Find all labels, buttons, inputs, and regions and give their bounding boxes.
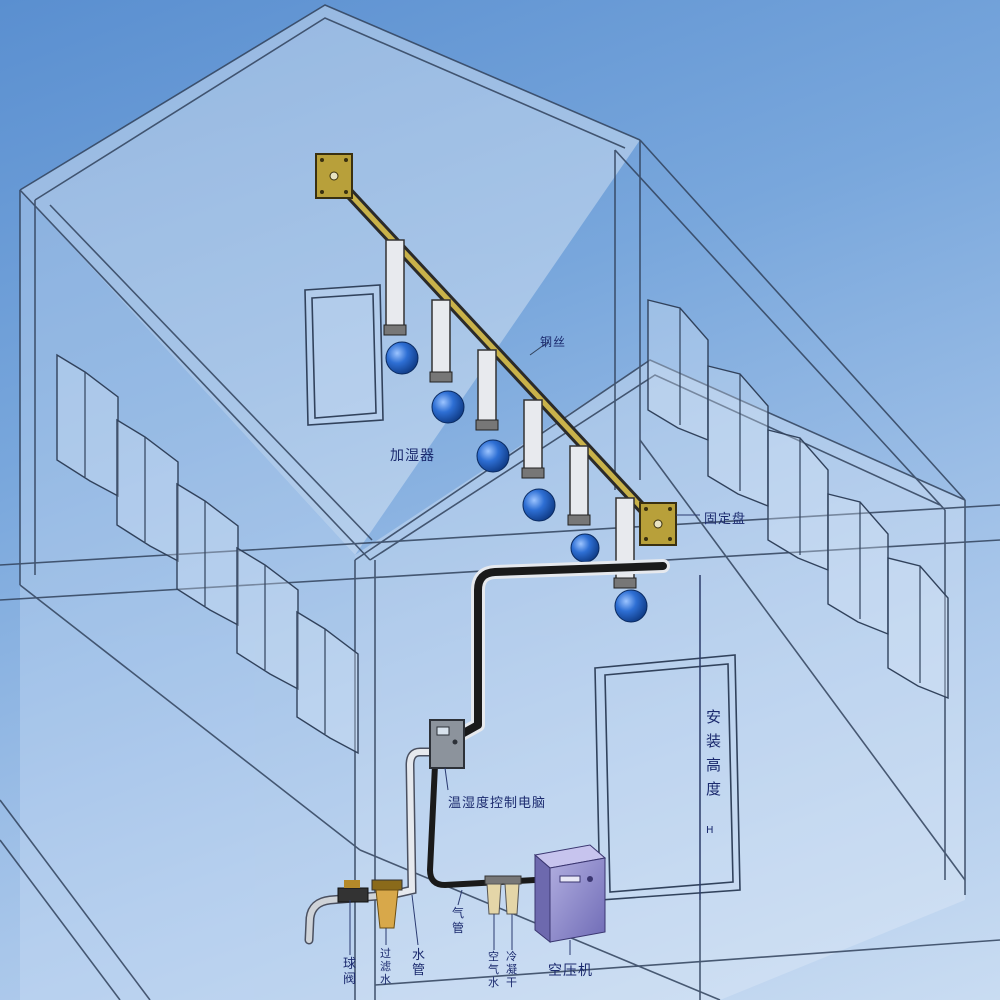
left-wall-windows [56,353,359,755]
leader-lines [349,514,701,955]
building-wireframe [0,4,1000,1000]
humidifier-5 [567,445,600,563]
humidifier-label: 加湿器 [390,448,435,464]
water-pipe [304,747,445,945]
filter-water-label: 过滤水 [380,947,391,986]
air-filters [484,875,522,915]
right-window-inner [679,308,921,683]
humidifier-2 [429,299,465,424]
fixing-plate-top [315,153,353,199]
water-pipe-label: 水管 [412,948,426,978]
control-box-icon [429,719,465,769]
fixing-plate-bottom [639,502,677,546]
ball-valve [337,880,369,903]
doors [304,284,741,901]
humidifier-1 [383,239,419,375]
humidifier-3 [475,349,510,473]
humidifier-6 [613,497,648,623]
install-height-label: 安装高度 [706,708,722,798]
air-pipe-label: 气管 [452,906,465,935]
air-water-label: 空气水 [488,950,499,989]
compressor-label: 空压机 [548,963,593,979]
controller-label: 温湿度控制电脑 [448,796,547,811]
install-height-symbol: H [706,825,715,836]
left-window-inner [84,372,326,734]
water-filter [371,879,403,929]
air-pipe [427,559,670,888]
air-dryer-label: 冷凝干 [506,950,517,989]
compressor-icon [533,844,607,944]
fixing-plate-label: 固定盘 [704,512,747,527]
humidifier-4 [521,399,556,522]
ball-valve-label: 球阀 [343,957,357,987]
steel-wire-label: 钢丝 [540,335,567,349]
